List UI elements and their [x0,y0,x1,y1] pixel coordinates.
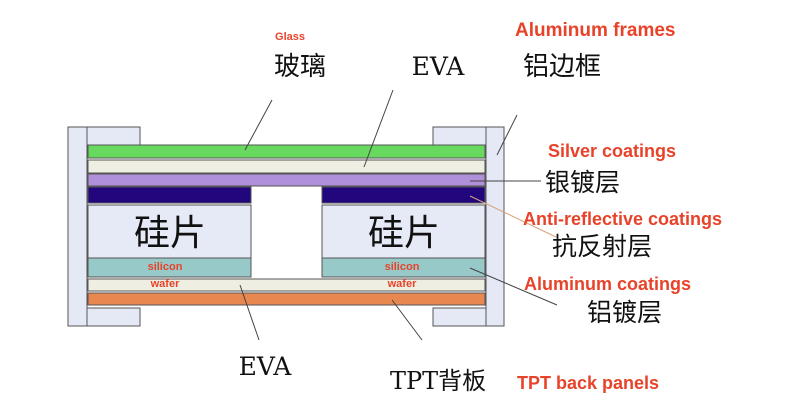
aluminum-coating-right [321,257,486,278]
right-frame-bracket-top [432,126,487,146]
glass-leader [244,99,273,151]
tpt-cn-label: TPT背板 [390,367,486,395]
frame-en-label: Aluminum frames [515,20,675,41]
silicon-wafer-right [321,204,486,259]
wafer-en-left-2: wafer [150,278,180,290]
eva-top-layer [87,159,486,174]
wafer-label-right: 硅片 [368,213,440,254]
tpt-leader [391,299,423,341]
glass-cn-label: 玻璃 [274,52,326,82]
eva-top-leader [363,89,394,168]
right-frame [485,126,505,327]
silicon-wafer-left [87,204,252,259]
silver-en-label: Silver coatings [548,141,676,161]
aluminum-coating-left [87,257,252,278]
antireflective-left [87,186,252,204]
tpt-layer [87,292,486,306]
glass-layer [87,144,486,159]
ar-leader [469,195,557,238]
eva-top-label: EVA [412,52,466,81]
al-en-label: Aluminum coatings [524,274,691,294]
al-cn-label: 铝镀层 [587,298,662,327]
silver-coating-layer [87,173,486,187]
right-frame-bracket-bottom [432,307,487,327]
eva-bottom-layer [87,278,486,292]
wafer-en-left-1: silicon [148,261,183,273]
silver-cn-label: 银镀层 [545,168,620,197]
wafer-en-right-1: silicon [385,261,420,273]
al-leader [469,267,558,306]
left-frame [67,126,88,327]
eva-bottom-leader [239,284,260,341]
frame-cn-label: 铝边框 [523,52,601,82]
wafer-label-left: 硅片 [134,213,206,254]
ar-en-label: Anti-reflective coatings [523,209,722,229]
left-frame-bracket-top [86,126,141,146]
frame-leader [496,114,518,156]
antireflective-right [321,186,486,204]
ar-cn-label: 抗反射层 [552,232,652,261]
glass-en-label: Glass [275,31,305,43]
left-frame-bracket-bottom [86,307,141,327]
wafer-en-right-2: wafer [387,278,417,290]
tpt-en-label: TPT back panels [517,373,659,393]
eva-bottom-label: EVA [239,352,293,381]
